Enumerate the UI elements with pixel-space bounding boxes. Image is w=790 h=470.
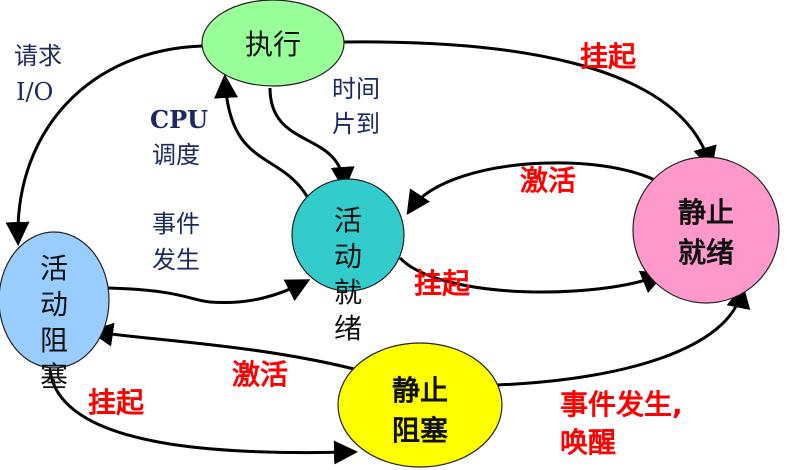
node-running-label: 执行 <box>245 28 301 61</box>
node-static-blocked-label-1: 静止 <box>392 374 448 407</box>
label-time-slice-1: 时间 <box>332 75 380 103</box>
node-static-ready-label-2: 就绪 <box>678 236 734 269</box>
label-request-io-1: 请求 <box>14 42 62 70</box>
edge-suspend-ready <box>398 256 666 294</box>
node-active-ready-label-2: 动 <box>334 240 362 273</box>
label-activate-mid: 激活 <box>520 164 576 197</box>
node-active-ready <box>291 178 405 292</box>
edge-event-wakeup <box>496 284 751 387</box>
label-time-slice-2: 片到 <box>332 110 380 138</box>
label-suspend-top: 挂起 <box>580 40 637 73</box>
label-event-wakeup-1: 事件发生, <box>560 388 683 421</box>
label-cpu-dispatch-1: CPU <box>150 105 208 134</box>
node-active-blocked-label-1: 活 <box>40 252 68 285</box>
node-static-blocked <box>337 342 503 468</box>
node-active-ready-label-1: 活 <box>334 204 362 237</box>
label-suspend-mid: 挂起 <box>414 267 471 300</box>
node-running <box>201 0 345 87</box>
edge-event-occurs <box>107 279 311 305</box>
label-event-occurs-1: 事件 <box>152 210 200 238</box>
node-active-ready-label-4: 绪 <box>334 312 362 345</box>
label-event-occurs-2: 发生 <box>152 246 200 274</box>
label-event-wakeup-2: 唤醒 <box>560 426 616 459</box>
label-activate-bottom: 激活 <box>232 358 288 391</box>
node-active-blocked <box>0 231 110 369</box>
node-active-ready-label-3: 就 <box>334 276 362 309</box>
node-static-ready <box>632 156 780 304</box>
edge-time-slice <box>268 87 355 191</box>
node-active-blocked-label-3: 阻 <box>40 324 68 357</box>
label-suspend-bottom: 挂起 <box>88 386 145 419</box>
label-cpu-dispatch-2: 调度 <box>152 141 200 169</box>
edge-suspend-blocked <box>48 369 358 465</box>
node-static-blocked-label-2: 阻塞 <box>392 414 448 447</box>
label-request-io-2: I/O <box>16 78 53 106</box>
edge-request-io <box>5 44 203 246</box>
node-static-ready-label-1: 静止 <box>678 196 734 229</box>
edge-activate-blocked <box>89 322 359 372</box>
edge-suspend-running <box>343 40 717 171</box>
node-active-blocked-label-4: 塞 <box>40 360 68 393</box>
edge-cpu-dispatch <box>214 74 310 199</box>
node-active-blocked-label-2: 动 <box>40 288 68 321</box>
